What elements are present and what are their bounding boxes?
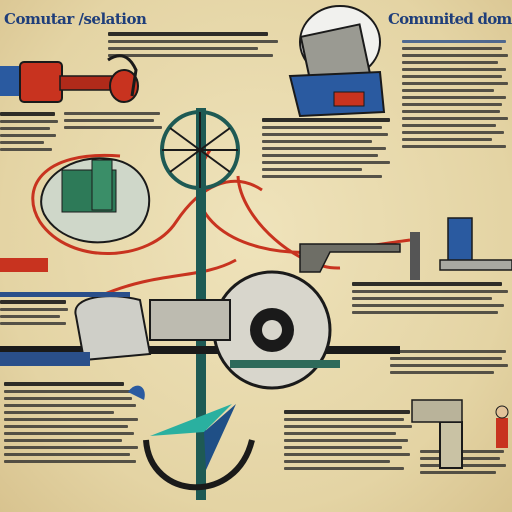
spoked-wheel	[160, 110, 240, 190]
left-blue-block	[0, 352, 90, 366]
horizontal-crossbar	[0, 346, 400, 354]
left-text-block-1	[0, 112, 60, 155]
right-text-block-3	[390, 350, 510, 378]
top-right-device	[288, 5, 386, 118]
small-figure	[411, 399, 509, 469]
right-title: Comunited domination	[388, 10, 512, 28]
left-bar-1	[0, 292, 130, 297]
center-text-block	[64, 112, 164, 133]
mid-column-text-block	[262, 118, 392, 182]
left-title: Comutar /selation	[4, 10, 147, 28]
left-text-block-2	[0, 300, 70, 329]
right-text-block-2	[352, 282, 510, 318]
right-text-block-1	[402, 40, 510, 152]
gear-machine	[74, 270, 340, 390]
green-building-bulb	[40, 157, 151, 244]
bottom-center-text-block	[284, 410, 414, 474]
mechanical-arm	[299, 243, 401, 273]
red-machine	[0, 54, 139, 103]
bottom-compass-arc	[128, 385, 255, 491]
top-center-text-block	[108, 32, 278, 61]
bottom-left-text-block	[4, 382, 144, 467]
right-pipe-fixture	[410, 217, 512, 280]
left-red-bar	[0, 258, 48, 272]
